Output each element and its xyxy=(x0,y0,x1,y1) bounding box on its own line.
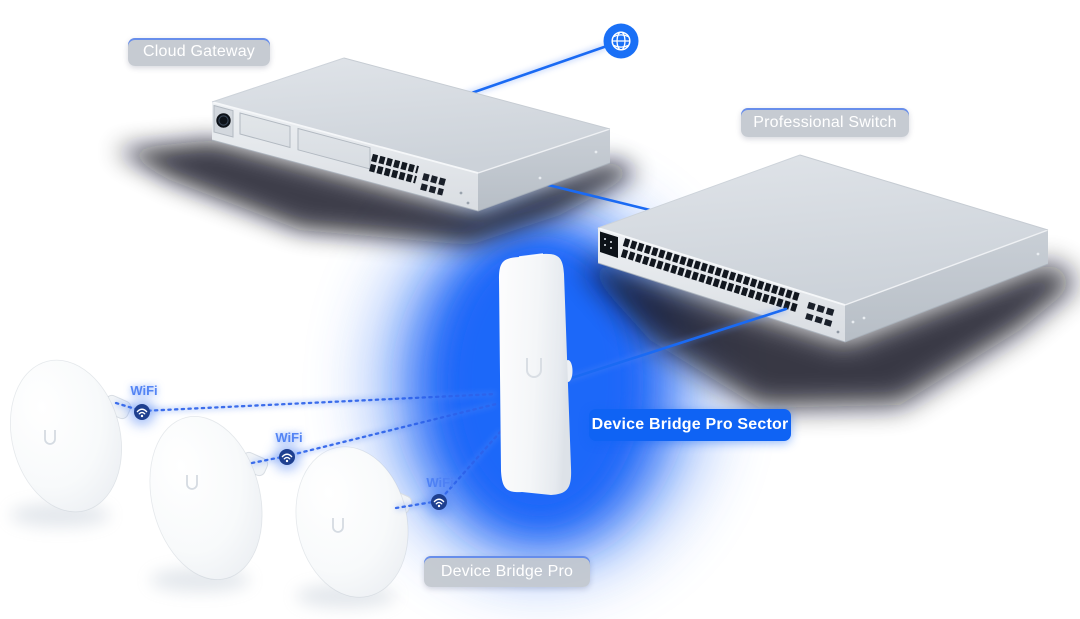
professional-switch-label: Professional Switch xyxy=(741,108,909,137)
wifi-link-label-3: WiFi xyxy=(426,475,454,490)
wifi-link-label-2: WiFi xyxy=(275,430,303,445)
switch-screw xyxy=(1036,252,1040,256)
switch-sfp-ports-row2 xyxy=(805,313,833,327)
switch-screw xyxy=(836,330,840,334)
sector-top-highlight xyxy=(518,253,544,258)
internet-line xyxy=(458,44,609,99)
gateway-side-edge-highlight xyxy=(477,128,611,174)
switch-display-dot xyxy=(604,244,606,246)
switch-ethernet-ports-row2 xyxy=(620,249,800,313)
switch-display-dot xyxy=(610,247,612,249)
switch-ethernet-ports-row1 xyxy=(622,238,802,302)
dish-body xyxy=(9,359,123,513)
gateway-rear-edge xyxy=(343,57,611,130)
wifi-icon xyxy=(426,489,452,515)
switch-sector-line xyxy=(554,307,788,385)
cloud-gateway-device xyxy=(211,57,611,212)
professional-switch-device xyxy=(597,154,1049,343)
gateway-screw xyxy=(466,201,470,205)
gateway-shadow xyxy=(115,140,638,245)
dish-logo-u xyxy=(332,518,344,533)
dish-body xyxy=(149,416,263,580)
sector-body xyxy=(499,253,572,495)
gateway-front-face xyxy=(212,102,478,211)
gateway-display-ring xyxy=(218,115,229,126)
gateway-screw xyxy=(538,176,542,180)
switch-display-dot xyxy=(604,238,606,240)
device-bridge-pro-sector-label: Device Bridge Pro Sector xyxy=(589,409,791,441)
dish-body xyxy=(295,446,409,598)
switch-bottom-edge xyxy=(597,262,1049,343)
switch-side-face xyxy=(845,230,1048,342)
device-bridge-pro-label: Device Bridge Pro xyxy=(424,556,590,587)
gateway-wan-port xyxy=(422,173,446,186)
gateway-screw xyxy=(594,150,598,154)
cloud-gateway-label: Cloud Gateway xyxy=(128,38,270,66)
device-bridge-pro-dish-2 xyxy=(149,416,269,580)
switch-screw xyxy=(862,316,866,320)
wifi-icon xyxy=(129,399,155,425)
switch-screw xyxy=(851,320,855,324)
globe-icon xyxy=(603,23,639,59)
gateway-ethernet-ports-row1 xyxy=(371,153,419,174)
device-bridge-pro-sector-device xyxy=(499,253,573,495)
switch-side-edge-highlight xyxy=(844,229,1049,306)
switch-sfp-ports-row1 xyxy=(807,301,835,317)
gateway-bottom-edge xyxy=(211,139,611,212)
gateway-front-edge-highlight xyxy=(211,101,479,174)
switch-top-face xyxy=(598,155,1048,305)
sector-logo-u xyxy=(526,358,542,378)
wifi-link-label-1: WiFi xyxy=(130,383,158,398)
switch-display xyxy=(600,231,618,258)
gateway-ethernet-ports-row2 xyxy=(369,163,417,184)
gateway-drive-bay-1 xyxy=(239,112,291,149)
switch-display-dot xyxy=(610,241,612,243)
dish-logo-u xyxy=(186,475,198,490)
gateway-top-face xyxy=(212,58,610,173)
gateway-screw xyxy=(459,191,463,195)
gateway-left-edge xyxy=(211,57,345,103)
switch-left-edge xyxy=(597,154,801,229)
gateway-side-face xyxy=(478,129,610,211)
switch-rear-edge xyxy=(799,154,1049,231)
wifi-icon xyxy=(274,444,300,470)
gateway-sfp-ports xyxy=(420,183,444,196)
switch-front-edge-highlight xyxy=(597,227,846,306)
device-bridge-pro-dish-1 xyxy=(9,359,132,513)
dish-logo-u xyxy=(44,430,56,445)
